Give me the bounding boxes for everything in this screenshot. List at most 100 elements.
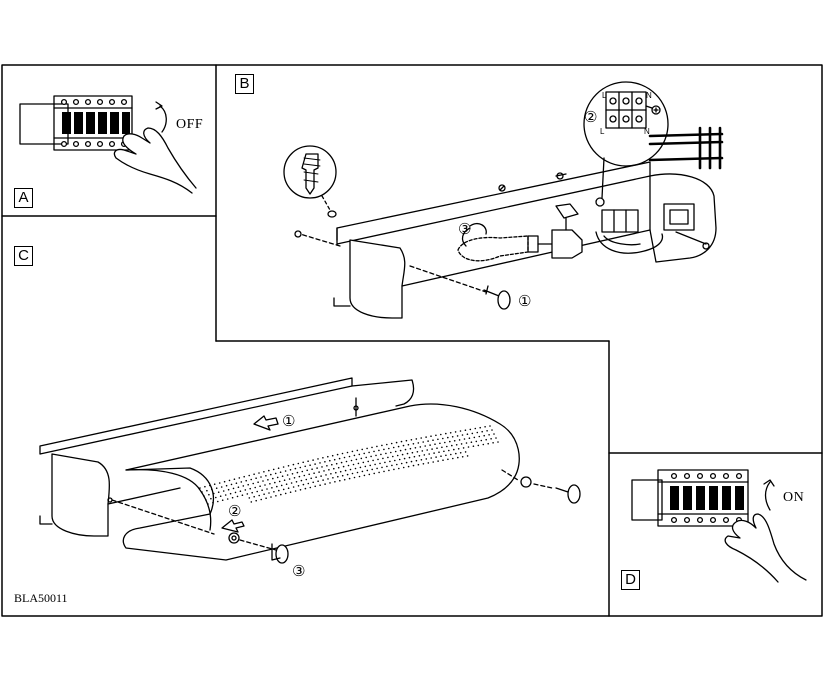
perforation-dot: [236, 495, 239, 498]
perforation-dot: [461, 456, 464, 458]
perforation-dot: [416, 451, 419, 453]
perforation-dot: [315, 476, 317, 479]
perforation-dot: [303, 474, 306, 477]
perforation-dot: [453, 448, 455, 451]
perforation-dot: [319, 484, 321, 487]
perforation-dot: [204, 485, 206, 488]
perforation-dot: [389, 460, 391, 463]
perforation-dot: [342, 465, 345, 468]
perforation-dot: [203, 495, 205, 497]
perforation-dot: [314, 463, 316, 465]
perforation-dot: [226, 498, 229, 500]
perforation-dot: [487, 442, 490, 445]
perforation-dot: [265, 475, 267, 477]
perforation-dot: [382, 457, 384, 460]
perforation-dot: [243, 475, 245, 478]
perforation-dot: [430, 435, 432, 438]
perforation-dot: [423, 454, 426, 456]
perforation-dot: [304, 487, 307, 490]
perforation-dot: [445, 454, 447, 457]
perforation-dot: [265, 497, 267, 500]
perforation-dot: [208, 493, 210, 496]
perforation-dot: [263, 493, 265, 496]
perforation-dot: [275, 495, 277, 497]
perforation-dot: [218, 482, 221, 484]
perforation-dot: [324, 461, 326, 463]
cover-assembly-illustration: [39, 377, 581, 564]
perforation-dot: [383, 448, 385, 451]
perforation-dot: [282, 466, 285, 468]
perforation-dot: [289, 469, 292, 471]
perforation-dot: [372, 459, 374, 462]
perforation-dot: [490, 438, 492, 440]
perforation-dot: [268, 469, 270, 472]
perforation-dot: [357, 462, 360, 465]
perforation-dot: [322, 479, 324, 481]
perforation-dot: [377, 458, 379, 461]
perforation-dot: [459, 452, 462, 454]
perforation-dot: [394, 450, 397, 453]
document-code: BLA50011: [14, 591, 68, 605]
perforation-dot: [201, 491, 203, 493]
perforation-dot: [277, 467, 280, 470]
perforation-dot: [349, 468, 352, 471]
perforation-dot: [348, 477, 351, 480]
perforation-dot: [473, 436, 476, 439]
perforation-dot: [378, 449, 380, 452]
perforation-dot: [455, 452, 457, 455]
perforation-dot: [339, 479, 341, 482]
panel-label-a: A: [14, 188, 33, 208]
breaker-on-illustration: [631, 469, 807, 583]
perforation-dot: [227, 488, 230, 491]
perforation-dot: [452, 457, 454, 460]
perforation-dot: [445, 432, 447, 435]
perforation-dot: [217, 491, 220, 494]
perforation-dot: [408, 456, 411, 459]
perforation-dot: [418, 455, 421, 457]
perforation-dot: [287, 465, 290, 467]
step-marker-b-2: ②: [584, 108, 597, 126]
perforation-dot: [401, 453, 404, 456]
perforation-dot: [451, 444, 453, 447]
perforation-dot: [355, 458, 358, 461]
perforation-dot: [481, 430, 484, 433]
perforation-dot: [471, 432, 474, 435]
perforation-dot: [366, 469, 369, 472]
perforation-dot: [431, 448, 433, 450]
perforation-dot: [398, 467, 400, 470]
perforation-dot: [220, 486, 223, 488]
lamp-housing-wiring: [294, 161, 717, 319]
perforation-dot: [381, 444, 383, 447]
perforation-dot: [296, 471, 299, 474]
perforation-dot: [250, 501, 253, 503]
perforation-dot: [260, 498, 263, 501]
perforation-dot: [393, 468, 395, 471]
step-markers: ② ③ ① L N L N ① ② ③: [228, 91, 652, 580]
perforation-dot: [478, 435, 481, 438]
perforation-dot: [449, 440, 451, 443]
perforation-dot: [353, 476, 356, 479]
perforation-dot: [255, 499, 257, 502]
perforation-dot: [273, 491, 275, 493]
perforation-dot: [475, 440, 478, 443]
perforation-dot: [290, 482, 293, 484]
perforation-dot: [211, 488, 213, 491]
step-marker-c-1: ①: [282, 412, 295, 430]
perforation-dot: [386, 465, 388, 468]
perforation-dot: [229, 492, 232, 495]
perforation-dot: [379, 462, 381, 465]
perforation-dot: [466, 455, 469, 457]
perforation-dot: [424, 445, 427, 447]
perforation-dot: [235, 482, 238, 485]
perforation-dot: [347, 464, 350, 467]
perforation-dot: [250, 478, 252, 481]
perforation-dot: [310, 477, 313, 480]
terminal-letter-n-top: N: [646, 91, 652, 100]
perforation-dot: [410, 460, 413, 463]
perforation-dot: [366, 447, 368, 450]
perforation-dot: [286, 474, 289, 476]
perforation-dot: [266, 488, 268, 490]
perforation-dot: [327, 478, 329, 480]
perforation-dot: [400, 440, 403, 443]
perforation-dot: [388, 469, 390, 472]
